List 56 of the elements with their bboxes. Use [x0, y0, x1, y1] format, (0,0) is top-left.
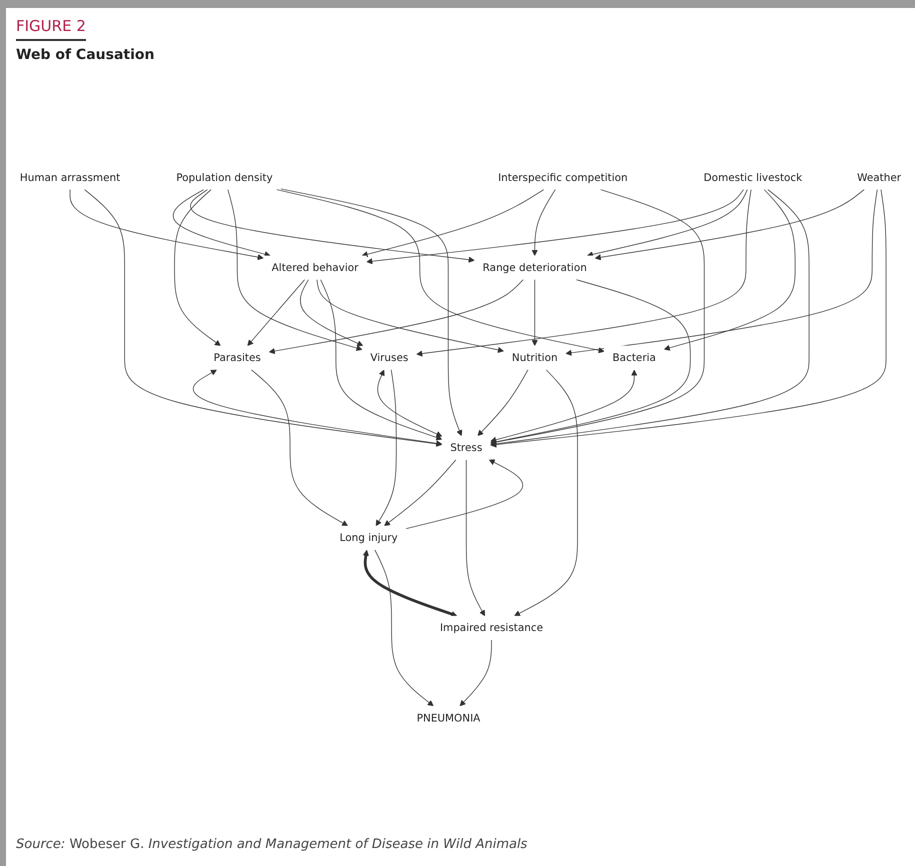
node-text: Weather [857, 171, 902, 184]
arrow [172, 189, 270, 258]
node-text: Nutrition [512, 351, 558, 364]
node-text: Range deterioration [482, 261, 587, 274]
node-text: Parasites [214, 351, 261, 364]
arrow [384, 460, 456, 526]
arrow [376, 370, 397, 526]
arrow [416, 189, 752, 357]
arrow [490, 189, 810, 448]
arrow [532, 280, 538, 346]
diagram-title: Web of Causation [16, 47, 156, 63]
arrow [566, 189, 878, 356]
arrow [374, 550, 434, 706]
node-text: Population density [176, 171, 273, 184]
node-text: Human arrassment [20, 171, 120, 184]
arrow [84, 189, 442, 448]
figure-number: FIGURE 2 [16, 17, 86, 41]
arrow [250, 370, 348, 526]
arrow [366, 189, 744, 264]
node-text: PNEUMONIA [416, 712, 480, 724]
arrow [478, 370, 528, 436]
arrow [268, 280, 524, 354]
arrow [490, 370, 638, 443]
arrow [466, 460, 486, 616]
node-text: Impaired resistance [440, 622, 544, 634]
arrow [276, 189, 604, 354]
node-text: Stress [450, 442, 482, 454]
arrow [514, 370, 578, 616]
node-text: Domestic livestock [704, 171, 802, 184]
arrow [247, 280, 306, 346]
arrow [664, 189, 796, 351]
arrow [228, 189, 362, 352]
arrow [174, 189, 221, 346]
arrow [320, 280, 442, 441]
arrow [377, 370, 442, 438]
arrow [316, 280, 504, 354]
arrow [460, 640, 492, 706]
arrow [280, 188, 462, 436]
arrow [192, 370, 442, 447]
node-text: Viruses [370, 351, 408, 364]
arrow [594, 189, 864, 261]
node-text: Interspecific competition [498, 171, 628, 184]
arrow [362, 189, 544, 258]
source-caption: Source: Wobeser G. Investigation and Management of Disease in Wild Animals [15, 836, 528, 854]
arrow [490, 280, 691, 445]
node-text: Long injury [340, 532, 398, 544]
arrow [362, 550, 458, 618]
arrow [490, 189, 886, 448]
arrow [70, 189, 264, 260]
node-text: Altered behavior [272, 261, 358, 274]
arrow [406, 460, 524, 530]
arrow [300, 280, 364, 346]
arrow [532, 189, 556, 256]
arrow [587, 189, 748, 258]
arrow [190, 189, 475, 263]
arrow [490, 189, 705, 446]
